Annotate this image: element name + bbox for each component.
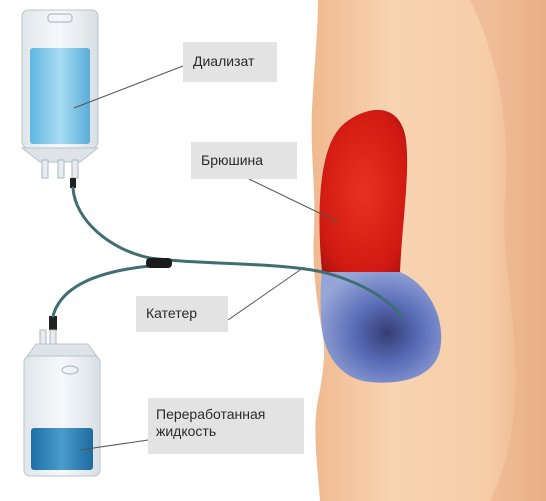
- label-catheter: Катетер: [136, 296, 228, 332]
- label-dialysate: Диализат: [183, 42, 277, 82]
- waste-bag: [24, 316, 100, 476]
- dialysate-bag: [22, 10, 98, 188]
- label-peritoneum-text: Брюшина: [201, 152, 263, 168]
- label-peritoneum: Брюшина: [191, 142, 297, 179]
- label-waste-fluid: Переработанная жидкость: [148, 398, 304, 454]
- label-waste-line1: Переработанная: [156, 406, 296, 423]
- leader-catheter: [228, 270, 300, 320]
- label-dialysate-text: Диализат: [193, 53, 254, 69]
- tube-connector: [146, 258, 172, 268]
- label-catheter-text: Катетер: [146, 305, 197, 321]
- label-waste-line2: жидкость: [156, 423, 296, 440]
